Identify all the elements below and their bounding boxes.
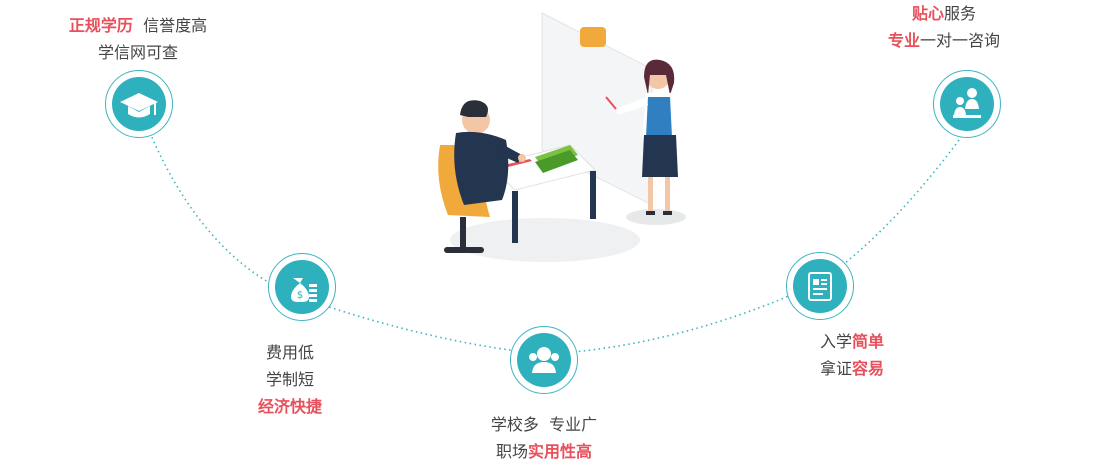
feature-label-5: 贴心服务专业一对一咨询 [844,0,1044,54]
highlight-text: 简单 [852,332,885,351]
feature-label-line: 学制短 [190,366,390,393]
feature-label-line: 费用低 [190,339,390,366]
feature-text: 学制短 [265,370,314,389]
feature-text: 信誉度高 [132,16,208,35]
feature-icon-circle [510,326,578,394]
users-icon [529,347,559,373]
feature-icon-circle [105,70,173,138]
feature-label-line: 正规学历 信誉度高 [38,12,238,39]
feature-text: 入学 [819,332,852,351]
svg-text:$: $ [297,290,303,301]
highlight-text: 正规学历 [68,16,133,35]
feature-label-3: 学校多 专业广职场实用性高 [444,411,644,465]
consultant-icon [953,88,981,118]
feature-label-line: 入学简单 [752,328,952,355]
certificate-icon [808,272,832,301]
feature-text: 服务 [944,4,977,23]
feature-label-1: 正规学历 信誉度高学信网可查 [38,12,238,66]
feature-icon-circle [933,70,1001,138]
feature-text: 职场 [495,442,528,461]
highlight-text: 容易 [852,359,885,378]
classroom-illustration [438,12,686,262]
feature-text: 费用低 [265,343,314,362]
feature-icon-circle [786,252,854,320]
feature-label-line: 学信网可查 [38,39,238,66]
feature-text: 拿证 [819,359,852,378]
highlight-text: 实用性高 [528,442,593,461]
feature-text: 一对一咨询 [920,31,1001,50]
feature-label-line: 拿证容易 [752,355,952,382]
graduation-cap-icon [120,93,158,118]
feature-text: 学校多 专业广 [490,415,598,434]
feature-icon-circle: $ [268,253,336,321]
feature-label-line: 学校多 专业广 [444,411,644,438]
highlight-text: 经济快捷 [257,397,322,416]
highlight-text: 专业 [887,31,920,50]
feature-label-line: 职场实用性高 [444,438,644,465]
money-bag-icon: $ [291,278,317,302]
highlight-text: 贴心 [911,4,944,23]
feature-label-line: 经济快捷 [190,393,390,420]
feature-label-4: 入学简单拿证容易 [752,328,952,382]
feature-label-line: 贴心服务 [844,0,1044,27]
feature-label-line: 专业一对一咨询 [844,27,1044,54]
feature-label-2: 费用低学制短经济快捷 [190,339,390,420]
feature-text: 学信网可查 [97,43,178,62]
